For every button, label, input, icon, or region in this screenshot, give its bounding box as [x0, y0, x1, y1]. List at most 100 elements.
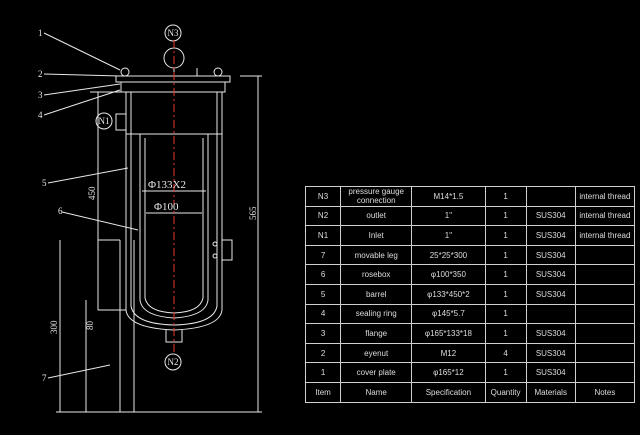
dim-300: 300: [49, 320, 59, 334]
n2-marker: [164, 353, 182, 371]
table-cell: 2: [304, 342, 342, 364]
table-cell: Inlet: [340, 225, 413, 246]
table-cell: 5: [304, 283, 342, 305]
table-cell: 1: [484, 362, 527, 383]
table-cell: φ165*12: [411, 362, 486, 383]
table-cell: sealing ring: [340, 303, 413, 325]
table-cell: Name: [340, 381, 413, 403]
table-cell: SUS304: [525, 283, 576, 305]
table-cell: Notes: [574, 381, 636, 403]
table-cell: flange: [340, 323, 413, 344]
table-cell: SUS304: [525, 225, 576, 246]
n1-marker: [95, 112, 113, 130]
dim-450: 450: [87, 186, 97, 200]
table-cell: SUS304: [525, 244, 576, 266]
callout-6: 6: [58, 206, 63, 216]
table-cell: barrel: [340, 283, 413, 305]
table-cell: 1: [484, 186, 527, 207]
dim-rosebox-dia: Φ100: [154, 201, 179, 213]
cover-plate: [115, 75, 231, 83]
table-cell: rosebox: [340, 264, 413, 285]
callout-4: 4: [38, 110, 43, 120]
dim-barrel-dia: Φ133X2: [148, 179, 186, 191]
n3-label: N3: [168, 28, 179, 38]
table-cell: [574, 342, 636, 364]
table-cell: [574, 264, 636, 285]
callout-1: 1: [38, 28, 43, 38]
eyenut-left: [120, 67, 130, 77]
table-cell: 25*25*300: [411, 244, 486, 266]
table-cell: 1: [484, 283, 527, 305]
table-cell: outlet: [340, 205, 413, 227]
table-cell: Item: [304, 381, 342, 403]
outlet-nozzle: [165, 330, 183, 343]
table-cell: internal thread: [574, 225, 636, 246]
table-cell: φ133*450*2: [411, 283, 486, 305]
table-cell: φ145*5.7: [411, 303, 486, 325]
n2-label: N2: [168, 357, 179, 367]
callout-2: 2: [38, 69, 43, 79]
table-cell: 6: [304, 264, 342, 285]
n3-marker: [164, 24, 182, 42]
table-cell: N1: [304, 225, 342, 246]
callout-3: 3: [38, 90, 43, 100]
table-cell: movable leg: [340, 244, 413, 266]
table-cell: 1: [484, 303, 527, 325]
table-cell: M14*1.5: [411, 186, 486, 207]
table-cell: M12: [411, 342, 486, 364]
rosebox: [139, 133, 209, 319]
table-cell: 1: [484, 205, 527, 227]
table-cell: SUS304: [525, 323, 576, 344]
table-cell: SUS304: [525, 362, 576, 383]
dim-80: 80: [85, 321, 95, 331]
table-cell: pressure gauge connection: [340, 186, 413, 207]
table-cell: [574, 362, 636, 383]
table-cell: 7: [304, 244, 342, 266]
table-cell: N2: [304, 205, 342, 227]
callout-5: 5: [42, 178, 47, 188]
table-cell: Specification: [411, 381, 486, 403]
callout-7: 7: [42, 373, 47, 383]
table-cell: eyenut: [340, 342, 413, 364]
table-cell: φ165*133*18: [411, 323, 486, 344]
eyenut-right: [213, 67, 223, 77]
table-cell: 1: [484, 264, 527, 285]
table-cell: SUS304: [525, 342, 576, 364]
table-cell: internal thread: [574, 205, 636, 227]
table-cell: [525, 186, 576, 207]
n1-label: N1: [99, 116, 110, 126]
table-cell: SUS304: [525, 264, 576, 285]
table-cell: internal thread: [574, 186, 636, 207]
table-cell: 1: [484, 323, 527, 344]
table-cell: N3: [304, 186, 342, 207]
dim-565: 565: [248, 206, 258, 220]
table-cell: [574, 283, 636, 305]
table-cell: cover plate: [340, 362, 413, 383]
table-cell: [574, 303, 636, 325]
table-cell: Materials: [525, 381, 576, 403]
table-cell: [525, 303, 576, 325]
flange: [120, 81, 226, 93]
inlet-nozzle: [115, 113, 127, 131]
table-cell: [574, 244, 636, 266]
table-cell: φ100*350: [411, 264, 486, 285]
table-cell: Quantity: [484, 381, 527, 403]
table-cell: 4: [484, 342, 527, 364]
table-cell: 1: [304, 362, 342, 383]
table-cell: 4: [304, 303, 342, 325]
table-cell: 3: [304, 323, 342, 344]
movable-leg: [119, 240, 135, 413]
